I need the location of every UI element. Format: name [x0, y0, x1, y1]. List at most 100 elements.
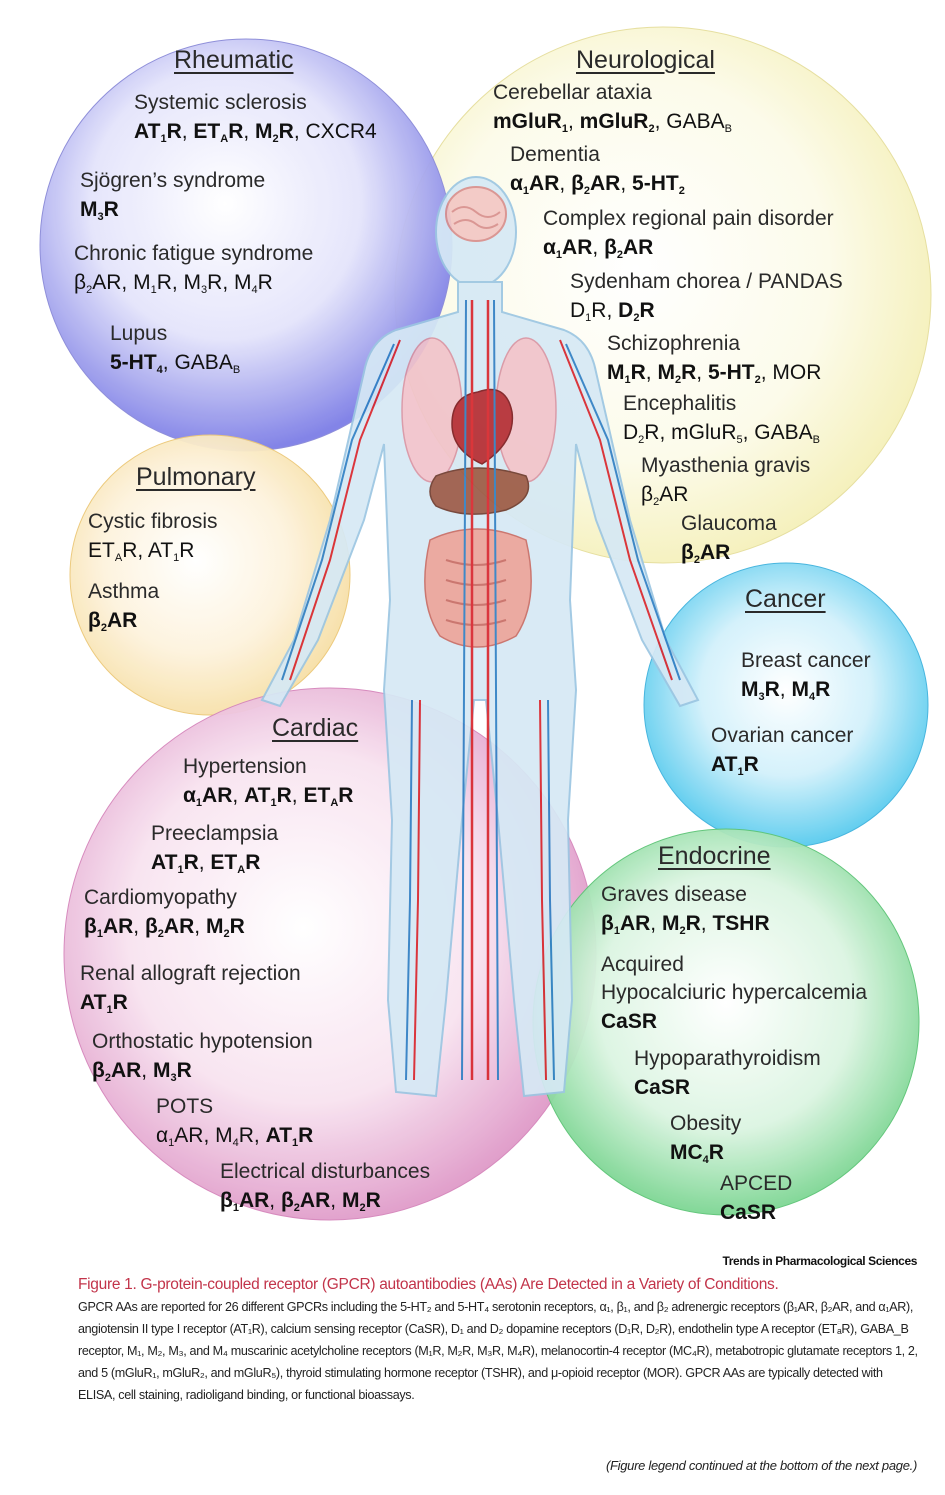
receptor-list: β2AR	[681, 542, 777, 566]
receptor-name: M2R	[657, 361, 697, 386]
receptor-name: β1AR	[84, 915, 134, 940]
receptor-list: AT1R, ETAR, M2R, CXCR4	[134, 120, 377, 145]
vein-icon	[461, 299, 499, 1081]
condition-label: Encephalitis	[623, 392, 737, 415]
receptor-name: α1AR	[510, 172, 560, 197]
receptor-list: D2R, mGluR5, GABAB	[623, 421, 820, 446]
receptor-name: mGluR1	[493, 110, 568, 135]
receptor-name: TSHR	[712, 912, 770, 935]
artery-icon	[470, 300, 490, 1080]
neurological-entry: Myasthenia gravis β2AR	[641, 455, 810, 508]
condition-label: Ovarian cancer	[711, 724, 854, 747]
condition-label: Acquired	[601, 953, 684, 976]
receptor-list: α1AR, AT1R, ETAR	[183, 784, 354, 809]
receptor-list: mGluR1, mGluR2, GABAB	[493, 110, 732, 135]
receptor-name: β2AR	[280, 1189, 331, 1214]
receptor-list: AT1R, ETAR	[151, 851, 261, 876]
condition-label: POTS	[156, 1095, 214, 1118]
receptor-name: α1AR	[183, 784, 233, 809]
receptor-name: 5-HT2	[707, 361, 761, 386]
receptor-name: ETAR	[210, 851, 261, 876]
condition-label: Lupus	[110, 322, 168, 345]
receptor-list: M3R	[80, 199, 265, 223]
receptor-name: β2AR	[88, 609, 138, 634]
condition-label: Sydenham chorea / PANDAS	[570, 270, 843, 293]
receptor-name: β1AR	[601, 912, 651, 937]
rheumatic-title: Rheumatic	[174, 46, 294, 74]
condition-label: Chronic fatigue syndrome	[74, 242, 314, 265]
endocrine-entry: APCED CaSR	[720, 1173, 792, 1223]
receptor-name: AT1R	[80, 991, 128, 1016]
caption-title: Figure 1. G-protein-coupled receptor (GP…	[78, 1276, 779, 1293]
receptor-list: α1AR, β2AR, 5-HT2	[510, 172, 685, 197]
receptor-name: β2AR	[74, 271, 122, 296]
condition-label: Cerebellar ataxia	[493, 81, 652, 104]
receptor-list: CaSR	[720, 1202, 792, 1223]
neurological-entry: Dementia α1AR, β2AR, 5-HT2	[510, 144, 685, 197]
receptor-list: M3R, M4R	[741, 678, 831, 703]
pulmonary-title: Pulmonary	[136, 463, 256, 491]
human-body-icon	[260, 176, 700, 1098]
condition-label: APCED	[720, 1172, 793, 1195]
receptor-name: β2AR	[681, 541, 731, 566]
condition-label: Asthma	[88, 580, 160, 603]
receptor-name: M4R	[234, 271, 273, 296]
condition-label: Glaucoma	[681, 512, 777, 535]
receptor-name: D2R	[618, 299, 655, 324]
receptor-name: AT1R	[711, 753, 759, 778]
receptor-name: D2R	[623, 421, 660, 446]
pulmonary-circle	[69, 434, 351, 716]
receptor-name: ETAR	[303, 784, 354, 809]
condition-label: Graves disease	[601, 883, 747, 906]
heart-icon	[451, 388, 514, 465]
receptor-list: β2AR	[88, 610, 159, 634]
receptor-name: M2R	[341, 1189, 381, 1214]
condition-label: Hypoparathyroidism	[634, 1047, 821, 1070]
condition-label: Renal allograft rejection	[80, 962, 301, 985]
receptor-list: M1R, M2R, 5-HT2, MOR	[607, 361, 822, 386]
receptor-name: M2R	[255, 120, 294, 145]
endocrine-title: Endocrine	[658, 842, 771, 870]
receptor-name: α1AR	[543, 236, 593, 261]
receptor-name: GABAB	[754, 421, 820, 446]
receptor-list: β2AR	[641, 484, 810, 508]
condition-label: Preeclampsia	[151, 822, 279, 845]
body-silhouette-icon	[260, 281, 700, 1098]
receptor-name: CXCR4	[305, 120, 377, 143]
receptor-name: GABAB	[174, 351, 241, 376]
condition-label-line2: Hypocalciuric hypercalcemia	[601, 981, 868, 1004]
receptor-name: M1R	[607, 361, 646, 386]
figure-background	[39, 26, 932, 1221]
receptor-name: M2R	[661, 912, 701, 937]
intestines-icon	[424, 528, 532, 648]
receptor-name: AT1R	[134, 120, 182, 145]
receptor-name: β1AR	[220, 1189, 270, 1214]
receptor-name: M4R	[215, 1124, 254, 1149]
neurological-entry: Glaucoma β2AR	[681, 513, 777, 566]
receptor-name: M3R	[152, 1059, 192, 1084]
receptor-name: M1R	[133, 271, 172, 296]
condition-label: Cardiomyopathy	[84, 886, 237, 909]
caption-body: GPCR AAs are reported for 26 different G…	[78, 1300, 918, 1402]
condition-label: Myasthenia gravis	[641, 454, 811, 477]
receptor-name: M3R	[741, 678, 780, 703]
receptor-list: MC4R	[670, 1142, 741, 1166]
neurological-entry: Cerebellar ataxia mGluR1, mGluR2, GABAB	[493, 82, 732, 135]
journal-name: Trends in Pharmacological Sciences	[722, 1254, 918, 1268]
condition-label: Dementia	[510, 143, 600, 166]
receptor-name: CaSR	[601, 1010, 658, 1033]
condition-label: Breast cancer	[741, 649, 871, 672]
receptor-name: MC4R	[670, 1141, 724, 1166]
